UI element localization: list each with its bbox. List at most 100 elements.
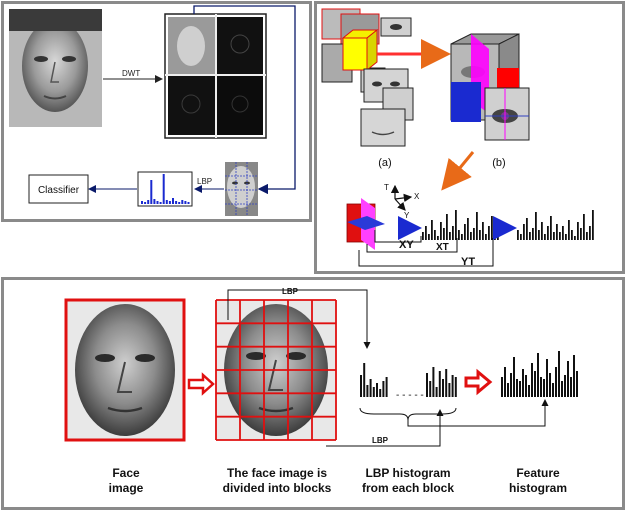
block-lbp-panel: LBP LBP - - - - - Face image The face im… — [1, 277, 625, 510]
histogram-bar — [519, 381, 521, 397]
histogram-bar — [540, 377, 542, 397]
histogram-bar — [473, 228, 475, 240]
lbp-top-volume-panel: (a) (b) T X Y — [314, 1, 625, 274]
histogram-bar — [434, 230, 436, 240]
histogram-bar — [382, 381, 385, 397]
histogram-bar — [165, 200, 168, 204]
label-a: (a) — [378, 157, 391, 169]
histogram-bar — [507, 383, 509, 397]
histogram-bar — [443, 228, 445, 240]
histogram-bar — [573, 355, 575, 397]
small-planes-cube — [346, 198, 385, 250]
histogram-bar — [543, 379, 545, 397]
dwt-to-lbp-connector — [193, 5, 296, 195]
face-block-volume-a — [321, 8, 414, 147]
histogram-bar — [561, 381, 563, 397]
histogram-bar — [476, 212, 478, 240]
histogram-bar — [491, 216, 493, 240]
histogram-bar — [426, 373, 428, 397]
histogram-bar — [556, 224, 558, 240]
histogram-bar — [538, 230, 540, 240]
face-image-photo — [64, 298, 186, 442]
histogram-bar — [586, 232, 588, 240]
histogram-bar — [523, 224, 525, 240]
histogram-bar — [494, 232, 496, 240]
plane-xy-label: XY — [399, 239, 414, 251]
histogram-bar — [535, 212, 537, 240]
histogram-bar — [156, 201, 159, 204]
histogram-bar — [559, 232, 561, 240]
histogram-bar — [558, 351, 560, 397]
histogram-bar — [452, 226, 454, 240]
caption-feature-line2: histogram — [508, 481, 567, 495]
histogram-bar — [529, 232, 531, 240]
histogram-bar — [425, 226, 427, 240]
histogram-bar — [522, 369, 524, 397]
block-histogram-right — [426, 367, 457, 397]
histogram-bar — [458, 230, 460, 240]
histogram-bar — [534, 371, 536, 397]
histogram-bar — [550, 216, 552, 240]
histogram-bar — [385, 377, 388, 397]
histogram-bar — [150, 180, 153, 204]
histogram-bar — [422, 232, 424, 240]
histogram-bar — [454, 377, 457, 397]
histogram-bar — [562, 226, 564, 240]
dwt-label: DWT — [122, 69, 140, 78]
histogram-bar — [159, 202, 162, 204]
histogram-bar — [432, 367, 435, 397]
lbp-top-label: LBP — [282, 287, 299, 296]
histogram-bar — [428, 234, 430, 240]
axis-y-label: Y — [404, 211, 410, 220]
histogram-bar — [537, 353, 539, 397]
histogram-bar — [592, 210, 594, 240]
histogram-bar — [168, 201, 171, 204]
histogram-bar — [553, 232, 555, 240]
histogram-bar — [360, 375, 362, 397]
axis-x-label: X — [414, 192, 420, 201]
histogram-ellipsis-dashes: - - - - - — [396, 390, 424, 401]
histogram-bar — [552, 383, 554, 397]
caption-feature-line1: Feature — [516, 466, 560, 480]
histogram-bar — [517, 230, 519, 240]
input-face-photo — [9, 9, 102, 127]
histogram-bar — [568, 220, 570, 240]
histogram-bar — [172, 198, 174, 204]
histogram-bar — [580, 228, 582, 240]
classifier-box — [28, 174, 89, 204]
dwt-subbands-grid — [164, 13, 267, 139]
histogram-bar — [455, 210, 457, 240]
brace-to-feature-connector — [407, 399, 549, 427]
histogram-bar — [546, 359, 548, 397]
face-to-blocks-arrow — [187, 372, 215, 396]
histograms-brace — [359, 407, 457, 421]
histogram-bar — [446, 214, 448, 240]
histogram-bar — [363, 363, 366, 397]
final-volume-histogram — [517, 210, 594, 240]
histogram-bar — [464, 224, 466, 240]
histogram-bar — [461, 234, 463, 240]
feature-histogram — [501, 351, 578, 397]
histogram-bar — [449, 232, 451, 240]
lbp-label-top-left: LBP — [197, 177, 212, 186]
caption-blocks-line2: divided into blocks — [222, 481, 332, 495]
histogram-bar — [141, 201, 143, 204]
histogram-bar — [431, 220, 433, 240]
lbp-histogram-small — [137, 171, 193, 207]
histogram-bar — [442, 379, 444, 397]
histogram-bar — [379, 389, 382, 397]
histogram-bar — [497, 224, 499, 240]
histogram-bar — [187, 202, 190, 204]
txy-axes — [390, 184, 413, 211]
histogram-bar — [571, 230, 573, 240]
label-b: (b) — [492, 157, 505, 169]
histogram-bar — [448, 383, 451, 397]
histogram-bar — [372, 387, 375, 397]
histogram-bar — [541, 222, 543, 240]
histogram-bar — [147, 200, 150, 204]
blocked-face-image — [215, 299, 337, 441]
caption-blocks: The face image is divided into blocks — [210, 466, 344, 496]
histogram-bar — [589, 226, 591, 240]
histogram-bar — [574, 236, 576, 240]
histograms-to-feature-arrow — [464, 368, 493, 396]
